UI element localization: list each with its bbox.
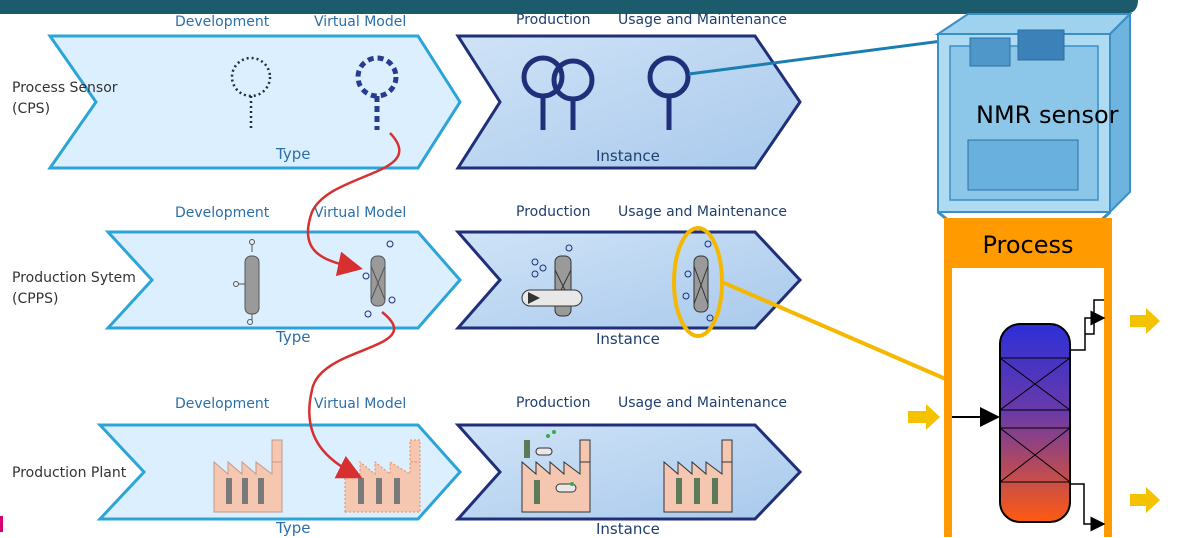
column-virtual-icon — [362, 240, 396, 318]
instance-label-row2: Instance — [596, 330, 660, 348]
type-chevron-row1 — [47, 34, 462, 170]
row-label-production-system: Production Sytem (CPPS) — [12, 268, 136, 310]
stage-virtual-model-row2: Virtual Model — [314, 205, 407, 221]
type-label-row2: Type — [276, 328, 311, 346]
factory-usage-icon — [663, 439, 733, 513]
row-label-line1: Production Sytem — [12, 270, 136, 286]
factory-production-icon — [521, 430, 591, 513]
sensor-production-icon — [521, 55, 595, 130]
process-header-bar — [944, 218, 1112, 268]
instance-chevron-row3 — [454, 423, 803, 521]
process-title: Process — [982, 231, 1074, 259]
stage-development-row3: Development — [175, 396, 270, 412]
process-connector-line — [721, 280, 949, 382]
nmr-sensor-label: NMR sensor — [976, 101, 1119, 129]
stage-usage-row1: Usage and Maintenance — [618, 12, 788, 28]
row-label-process-sensor: Process Sensor (CPS) — [12, 78, 118, 120]
yellow-arrow-feed-icon — [908, 404, 940, 430]
factory-virtual-icon — [344, 439, 421, 513]
factory-type-icon — [213, 439, 283, 513]
column-production-icon — [521, 244, 583, 317]
instance-chevron-row2 — [454, 230, 803, 330]
yellow-arrow-top-icon — [1130, 308, 1160, 334]
row-label-production-plant: Production Plant — [12, 463, 126, 484]
stage-development-row1: Development — [175, 14, 270, 30]
instance-label-row1: Instance — [596, 147, 660, 165]
column-usage-icon — [682, 240, 714, 322]
sensor-usage-icon — [647, 55, 691, 130]
sensor-type-dotted-icon — [230, 56, 272, 130]
yellow-arrow-bottom-icon — [1130, 487, 1160, 513]
stage-production-row2: Production — [516, 204, 591, 220]
top-banner — [0, 0, 1138, 14]
stage-virtual-model-row1: Virtual Model — [314, 14, 407, 30]
process-bottom-outflow — [1070, 483, 1106, 532]
stage-usage-row3: Usage and Maintenance — [618, 395, 788, 411]
stage-production-row1: Production — [516, 12, 591, 28]
type-chevron-row2 — [104, 230, 462, 330]
stage-usage-row2: Usage and Maintenance — [618, 204, 788, 220]
row-label-line2: (CPS) — [12, 101, 51, 117]
corner-mark — [0, 516, 3, 532]
instance-label-row3: Instance — [596, 520, 660, 538]
process-column-icon — [999, 323, 1071, 523]
type-label-row1: Type — [276, 145, 311, 163]
stage-virtual-model-row3: Virtual Model — [314, 396, 407, 412]
stage-development-row2: Development — [175, 205, 270, 221]
stage-production-row3: Production — [516, 395, 591, 411]
row-label-line2: (CPPS) — [12, 291, 59, 307]
sensor-virtual-dashed-icon — [355, 55, 399, 130]
red-arrow-row2-to-row3 — [308, 311, 396, 479]
instance-chevron-row1 — [455, 34, 802, 170]
row-label-line1: Process Sensor — [12, 80, 118, 96]
type-label-row3: Type — [276, 519, 311, 537]
process-top-reflux — [1085, 299, 1104, 335]
nmr-connector-line — [688, 36, 966, 76]
column-type-icon — [233, 239, 260, 325]
row-label-line1: Production Plant — [12, 465, 127, 481]
nmr-sensor-device-icon — [934, 11, 1133, 228]
red-arrow-row1-to-row2 — [306, 132, 401, 277]
